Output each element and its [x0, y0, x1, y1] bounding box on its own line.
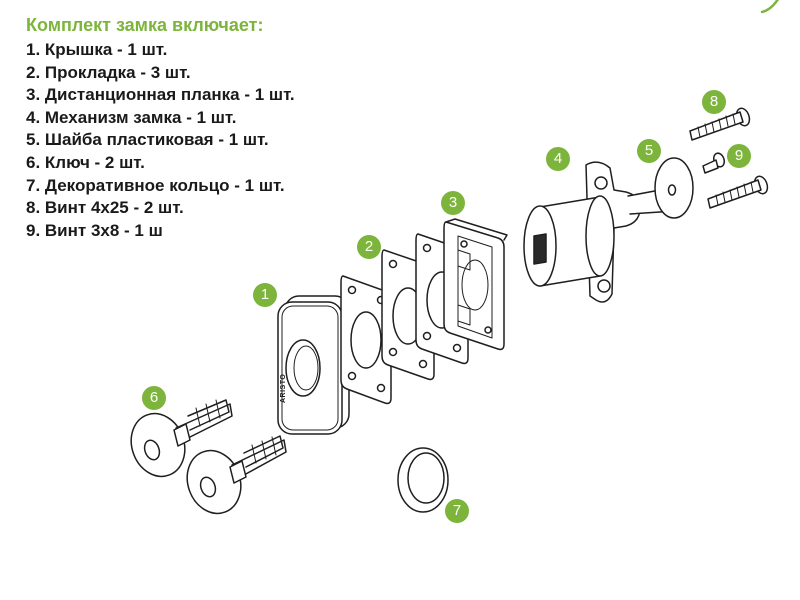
parts-list: 1. Крышка - 1 шт. 2. Прокладка - 3 шт. 3…	[26, 39, 295, 242]
part-item-9: 9. Винт 3х8 - 1 ш	[26, 220, 163, 240]
kit-title: Комплект замка включает:	[26, 15, 264, 35]
part-item-8: 8. Винт 4х25 - 2 шт.	[26, 198, 184, 218]
badge-screw-4x25: 8	[702, 90, 726, 114]
leaf-icon	[760, 0, 780, 14]
key-bottom	[186, 435, 287, 515]
spacer-plate	[443, 218, 508, 351]
part-item-1: 1. Крышка - 1 шт.	[26, 40, 168, 59]
badge-screw-3x8: 9	[727, 144, 751, 168]
badge-cover: 1	[253, 283, 277, 307]
screw-4x25-bottom	[707, 175, 769, 209]
part-item-2: 2. Прокладка - 3 шт.	[26, 62, 191, 82]
badge-gasket: 2	[357, 235, 381, 259]
cover	[277, 295, 350, 435]
lock-mechanism	[523, 161, 669, 303]
part-item-3: 3. Дистанционная планка - 1 шт.	[26, 85, 295, 105]
decorative-ring	[397, 447, 449, 513]
screw-3x8	[702, 152, 726, 174]
part-item-4: 4. Механизм замка - 1 шт.	[26, 107, 237, 127]
plastic-washer	[654, 157, 694, 219]
badge-spacer: 3	[441, 191, 465, 215]
part-item-6: 6. Ключ - 2 шт.	[26, 152, 145, 172]
cover-brand-text: ARISTO	[280, 373, 287, 403]
badge-ring: 7	[445, 499, 469, 523]
screw-4x25-top	[689, 107, 751, 141]
gasket-1	[340, 275, 392, 405]
badge-washer: 5	[637, 139, 661, 163]
badge-keys: 6	[142, 386, 166, 410]
part-item-5: 5. Шайба пластиковая - 1 шт.	[26, 130, 269, 150]
key-top	[130, 399, 233, 478]
badge-mechanism: 4	[546, 147, 570, 171]
part-item-7: 7. Декоративное кольцо - 1 шт.	[26, 175, 285, 195]
